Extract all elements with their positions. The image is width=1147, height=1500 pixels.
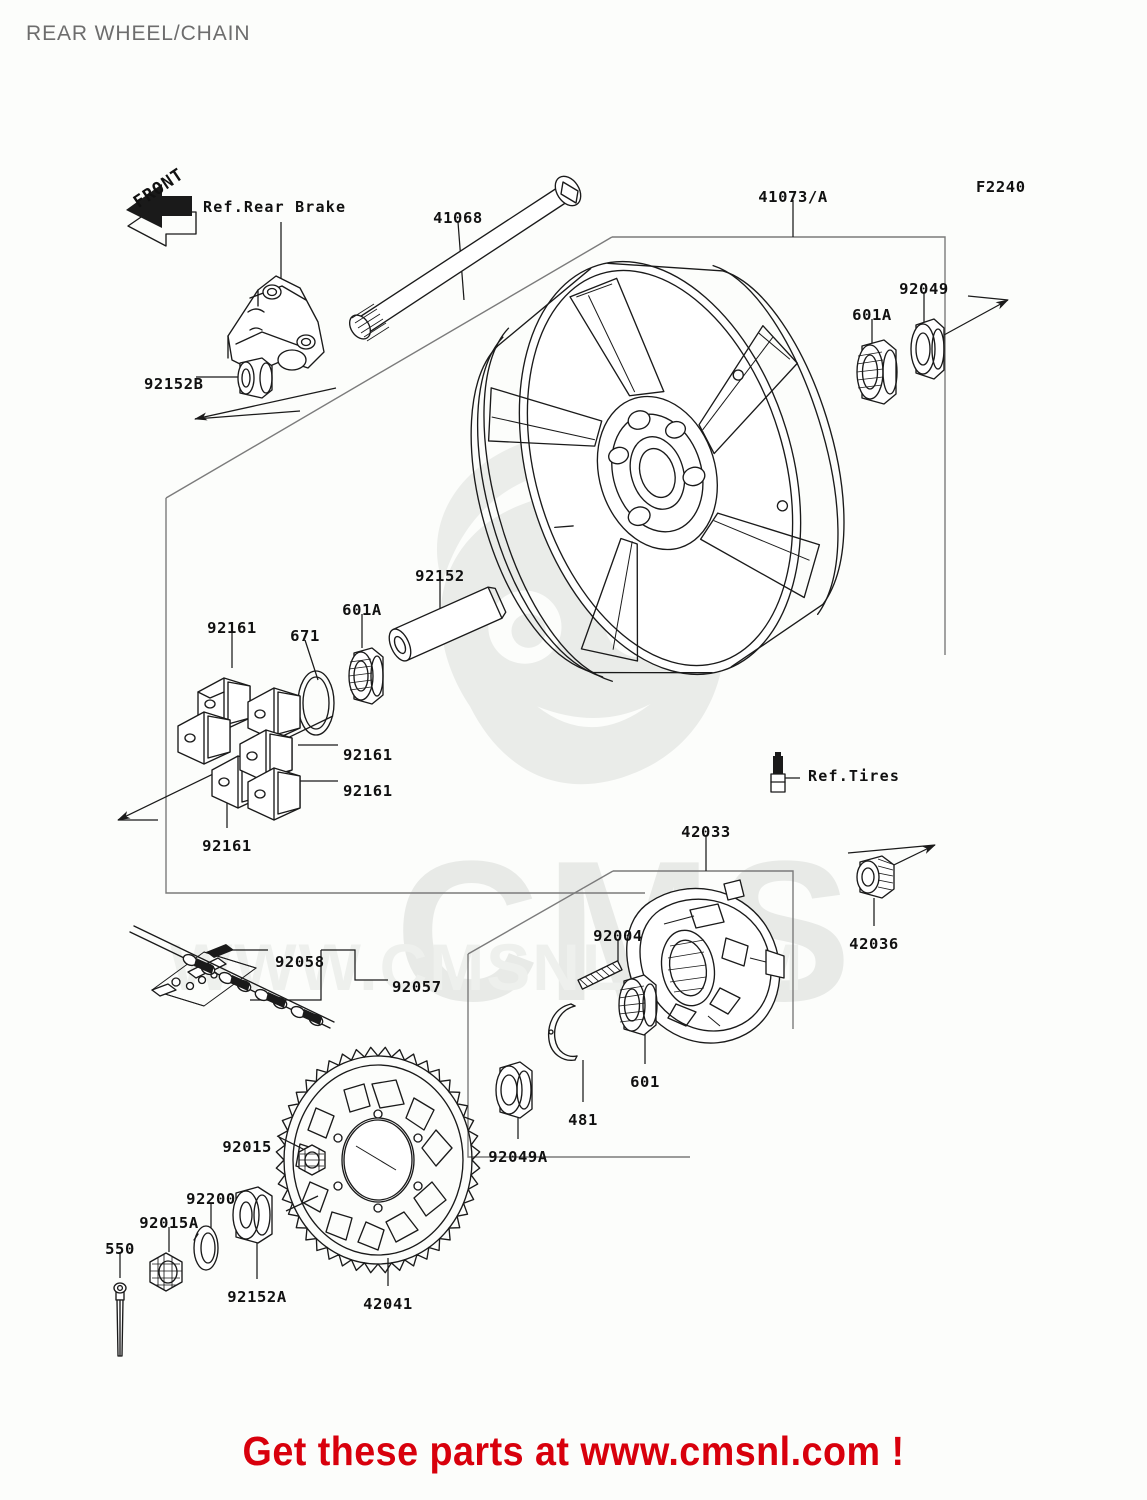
page-title: REAR WHEEL/CHAIN — [26, 22, 251, 45]
callout-figure-code[interactable]: F2240 — [976, 178, 1026, 196]
callout-collar-92152[interactable]: 92152 — [415, 567, 465, 585]
callout-nut-92015A[interactable]: 92015A — [139, 1214, 199, 1232]
callout-damper-92161-b[interactable]: 92161 — [343, 746, 393, 764]
diagram-linework: .s { fill:none; stroke:#1a1a1a; stroke-w… — [113, 175, 1009, 1357]
callout-stud-92004[interactable]: 92004 — [593, 927, 643, 945]
callout-oil-seal-92049[interactable]: 92049 — [899, 280, 949, 298]
callout-o-ring-671[interactable]: 671 — [290, 627, 320, 645]
callout-cap-42036[interactable]: 42036 — [849, 935, 899, 953]
callout-rear-sprocket-42041[interactable]: 42041 — [363, 1295, 413, 1313]
callout-chain-link-92058[interactable]: 92058 — [275, 953, 325, 971]
callout-oil-seal-92049A[interactable]: 92049A — [488, 1148, 548, 1166]
callout-coupling-42033[interactable]: 42033 — [681, 823, 731, 841]
callout-rim-assembly[interactable]: 41073/A — [758, 188, 828, 206]
callout-cotter-pin-550[interactable]: 550 — [105, 1240, 135, 1258]
callout-damper-92161-a[interactable]: 92161 — [207, 619, 257, 637]
ref-rear-brake-label[interactable]: Ref.Rear Brake — [203, 198, 347, 216]
callout-rear-axle[interactable]: 41068 — [433, 209, 483, 227]
callout-washer-92200[interactable]: 92200 — [186, 1190, 236, 1208]
callout-damper-92161-d[interactable]: 92161 — [202, 837, 252, 855]
footer-promo-text: Get these parts at www.cmsnl.com ! — [242, 1428, 905, 1474]
ref-tires-label[interactable]: Ref.Tires — [808, 767, 901, 785]
callout-drive-chain-92057[interactable]: 92057 — [392, 978, 442, 996]
callout-ball-bearing-601A-left[interactable]: 601A — [342, 601, 382, 619]
callout-circlip-481[interactable]: 481 — [568, 1111, 598, 1129]
callout-ball-bearing-601[interactable]: 601 — [630, 1073, 660, 1091]
callout-ball-bearing-601A-right[interactable]: 601A — [852, 306, 892, 324]
callout-collar-92152A[interactable]: 92152A — [227, 1288, 287, 1306]
callout-nut-92015[interactable]: 92015 — [222, 1138, 272, 1156]
callout-collar-92152B[interactable]: 92152B — [144, 375, 204, 393]
callout-damper-92161-c[interactable]: 92161 — [343, 782, 393, 800]
